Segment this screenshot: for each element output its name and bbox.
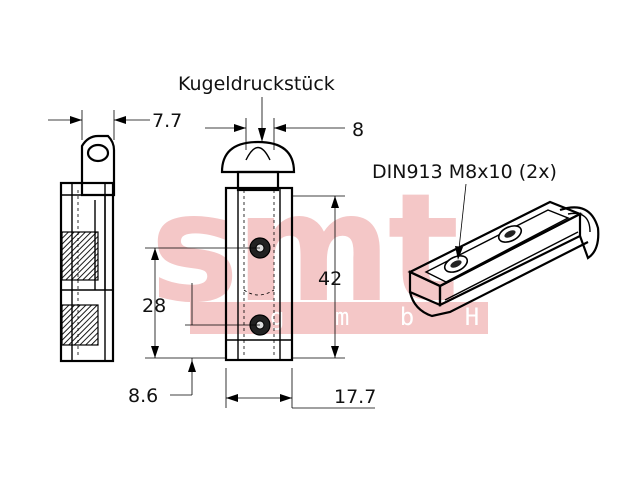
front-view <box>220 140 296 362</box>
ball-plunger-callout: Kugeldruckstück <box>178 73 335 142</box>
dimension-bottom-left: 8.6 <box>128 358 196 407</box>
dimension-height-lower: 28 <box>142 247 260 359</box>
dim-label-8: 8 <box>352 119 364 141</box>
label-ball-plunger: Kugeldruckstück <box>178 73 335 95</box>
dimension-bottom-right: 17.7 <box>225 368 376 409</box>
dim-label-8-6: 8.6 <box>128 385 158 407</box>
dim-label-28: 28 <box>142 295 166 317</box>
side-view <box>59 134 116 363</box>
isometric-view <box>407 200 600 318</box>
watermark: smt g m b H <box>150 162 497 336</box>
watermark-band <box>190 302 488 334</box>
dimension-top-left: 7.7 <box>48 110 182 140</box>
label-screw-spec: DIN913 M8x10 (2x) <box>372 161 557 183</box>
dim-label-17-7: 17.7 <box>334 386 376 408</box>
screw-spec-callout: DIN913 M8x10 (2x) <box>372 161 557 260</box>
dimension-top-right: 8 <box>205 118 364 150</box>
dim-label-42: 42 <box>318 268 342 290</box>
watermark-suffix: g m b H <box>270 303 497 331</box>
dim-label-7-7: 7.7 <box>152 110 182 132</box>
dimension-height-total: 42 <box>292 195 345 359</box>
